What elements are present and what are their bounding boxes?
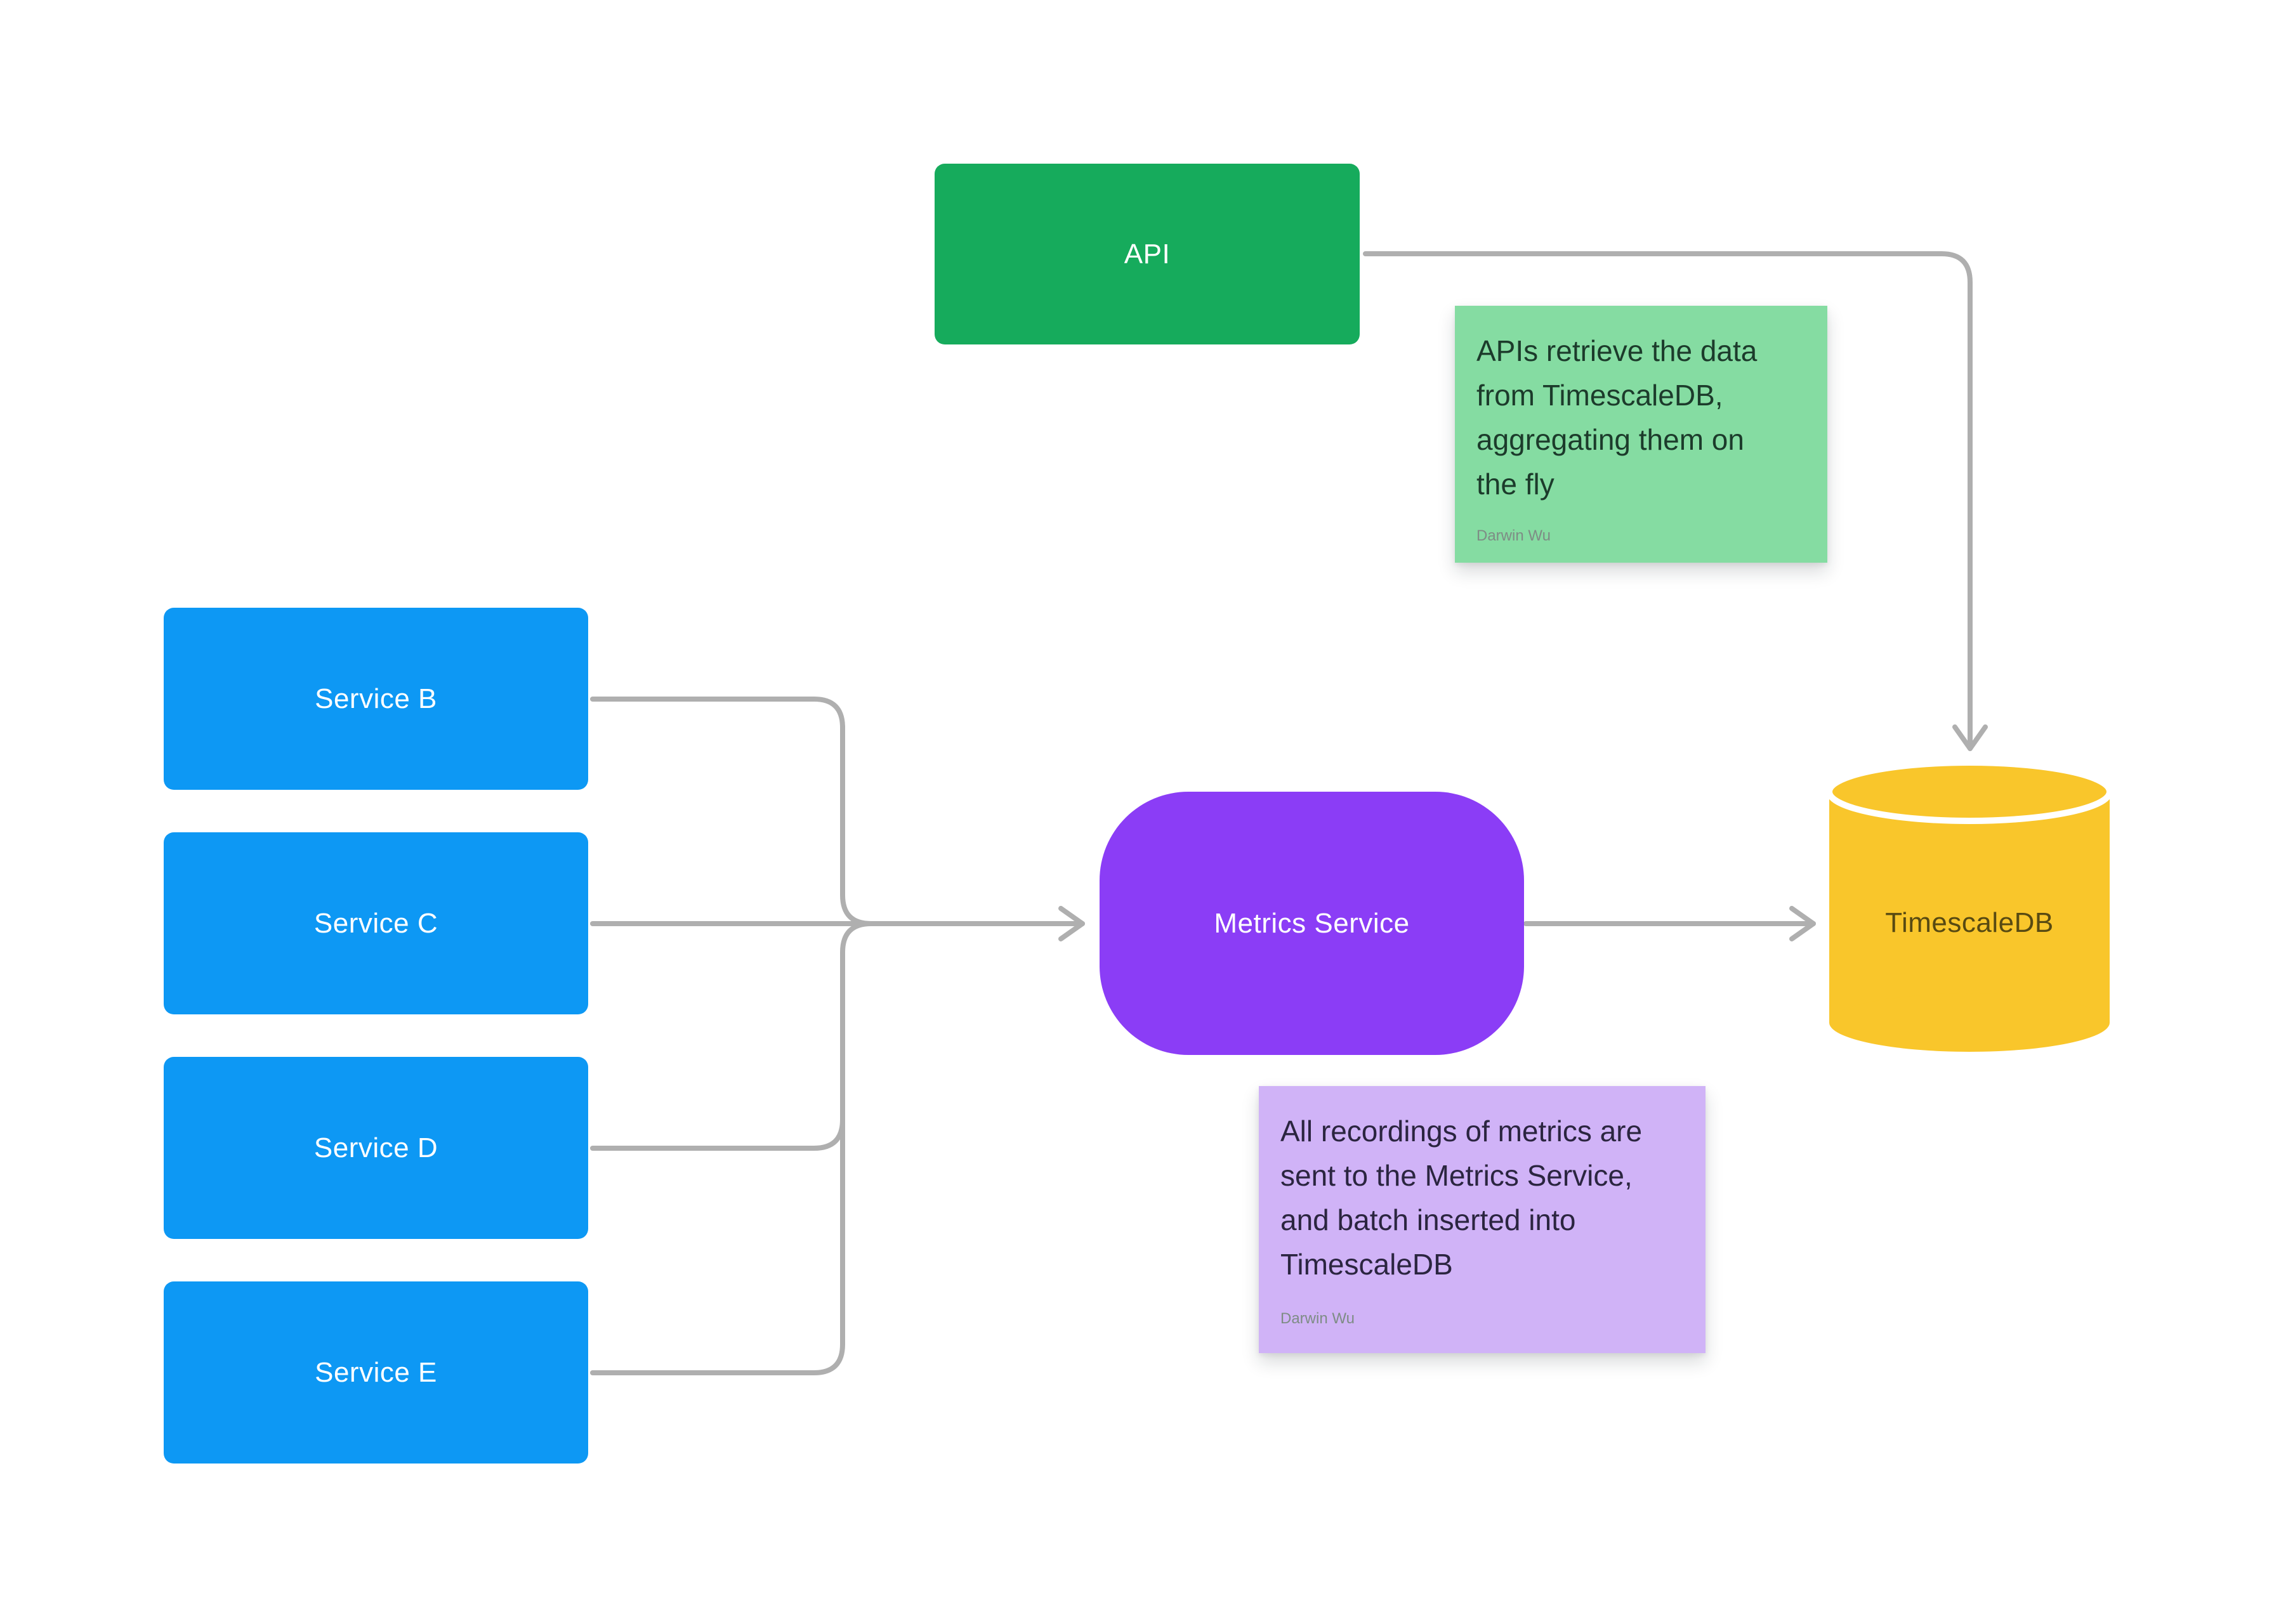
timescaledb-label-text: TimescaleDB — [1885, 907, 2054, 938]
note-line: APIs retrieve the data — [1476, 334, 1758, 367]
connector-service-d-branch[interactable] — [590, 1038, 845, 1151]
node-service-c[interactable]: Service C — [164, 832, 588, 1014]
node-service-c-label: Service C — [313, 907, 438, 939]
node-metrics-service-label: Metrics Service — [1214, 907, 1410, 939]
node-api-label: API — [1124, 238, 1171, 270]
note-line: the fly — [1476, 468, 1554, 501]
cylinder-top-lid — [1826, 759, 2113, 824]
cylinder-body — [1829, 792, 2110, 1023]
node-service-d-label: Service D — [313, 1132, 438, 1163]
node-metrics-service[interactable]: Metrics Service — [1100, 792, 1524, 1055]
note-line: aggregating them on — [1476, 423, 1744, 456]
node-service-e[interactable]: Service E — [164, 1281, 588, 1464]
sticky-note-api[interactable]: APIs retrieve the data from TimescaleDB,… — [1455, 306, 1827, 563]
connector-service-b-branch[interactable] — [590, 697, 935, 926]
note-line: sent to the Metrics Service, — [1280, 1159, 1633, 1192]
node-service-b-label: Service B — [315, 683, 437, 714]
sticky-note-metrics[interactable]: All recordings of metrics are sent to th… — [1259, 1086, 1705, 1353]
node-service-d[interactable]: Service D — [164, 1057, 588, 1239]
timescaledb-cylinder[interactable] — [1826, 759, 2113, 1052]
note-line: TimescaleDB — [1280, 1248, 1453, 1281]
node-timescaledb-label: TimescaleDB — [1829, 799, 2110, 1047]
node-service-b[interactable]: Service B — [164, 608, 588, 790]
node-service-e-label: Service E — [315, 1356, 437, 1388]
cylinder-bottom-cap — [1829, 993, 2110, 1052]
note-line: and batch inserted into — [1280, 1203, 1576, 1236]
note-line: All recordings of metrics are — [1280, 1115, 1643, 1148]
note-author: Darwin Wu — [1280, 1310, 1355, 1327]
note-line: from TimescaleDB, — [1476, 379, 1723, 412]
note-author: Darwin Wu — [1476, 527, 1551, 544]
node-api[interactable]: API — [935, 164, 1360, 344]
connector-api-to-timescaledb[interactable] — [1363, 251, 1988, 751]
